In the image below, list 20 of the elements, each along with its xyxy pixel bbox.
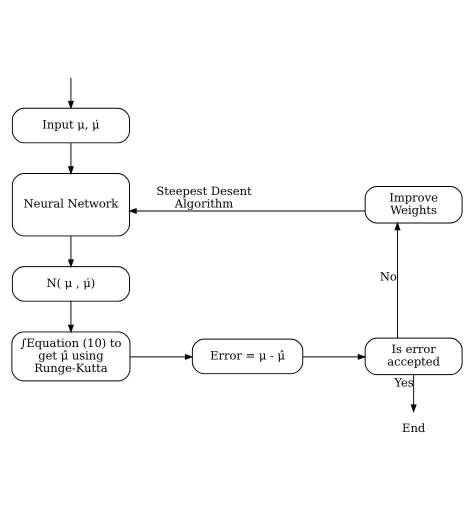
node-box: N( μ , μ̇)	[12, 266, 130, 302]
edge-label: Yes	[394, 376, 414, 390]
arrow	[68, 301, 74, 334]
edge-label: Steepest Desent Algorithm	[156, 184, 252, 211]
arrow	[130, 354, 194, 360]
arrow	[68, 77, 74, 110]
node-box: Neural Network	[12, 173, 130, 236]
arrow	[68, 236, 74, 268]
node-box: Error = μ - μ̂	[192, 338, 304, 374]
arrow	[128, 208, 366, 214]
node-box: Improve Weights	[364, 186, 463, 224]
arrow	[410, 374, 417, 414]
arrow	[394, 222, 400, 339]
edge-label: No	[380, 270, 397, 284]
arrow	[302, 354, 366, 360]
arrow	[68, 142, 74, 175]
node-box: Input μ, μ̇	[12, 108, 130, 144]
node-box: Is error accepted	[364, 338, 463, 376]
node-box: ∫Equation (10) to get μ̂ using Runge-Kutta	[11, 331, 130, 382]
node-text: End	[402, 420, 426, 435]
